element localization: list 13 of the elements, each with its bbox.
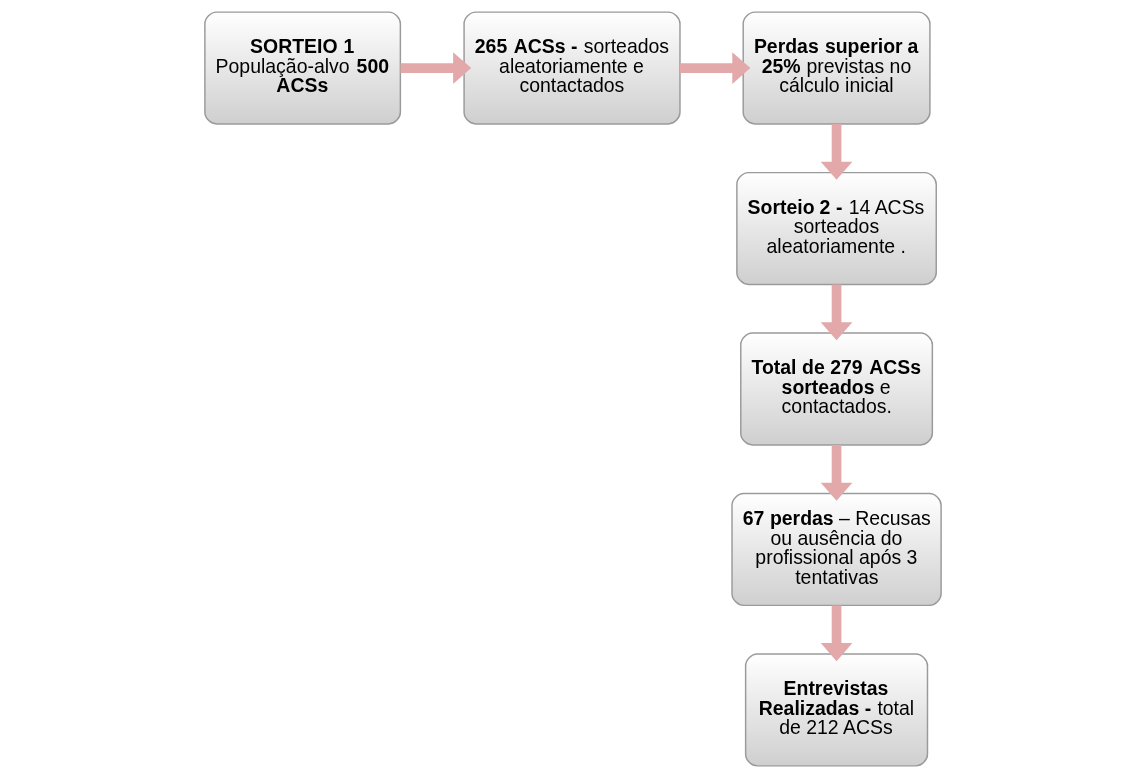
node-box: Perdas superior a 25% previstas no cálculo inicial <box>741 11 931 125</box>
arrow <box>400 52 471 84</box>
node-box: Total de 279 ACSs sorteados e contactados. <box>739 332 933 446</box>
node-box: SORTEIO 1 População-alvo 500 ACSs <box>203 11 401 125</box>
node-box: 265 ACSs - sorteados aleatoriamente e contactados <box>462 11 681 125</box>
node-box: 67 perdas – Recusas ou ausência do profissional após 3 tentativas <box>730 492 942 607</box>
node-box: Sorteio 2 - 14 ACSs sorteados aleatoriamente . <box>735 171 937 286</box>
node-box: Entrevistas Realizadas - total de 212 ACSs <box>744 653 928 767</box>
arrow <box>820 124 852 180</box>
arrow <box>820 444 852 501</box>
arrow <box>820 284 852 341</box>
arrow <box>679 52 750 84</box>
arrow <box>820 605 852 662</box>
